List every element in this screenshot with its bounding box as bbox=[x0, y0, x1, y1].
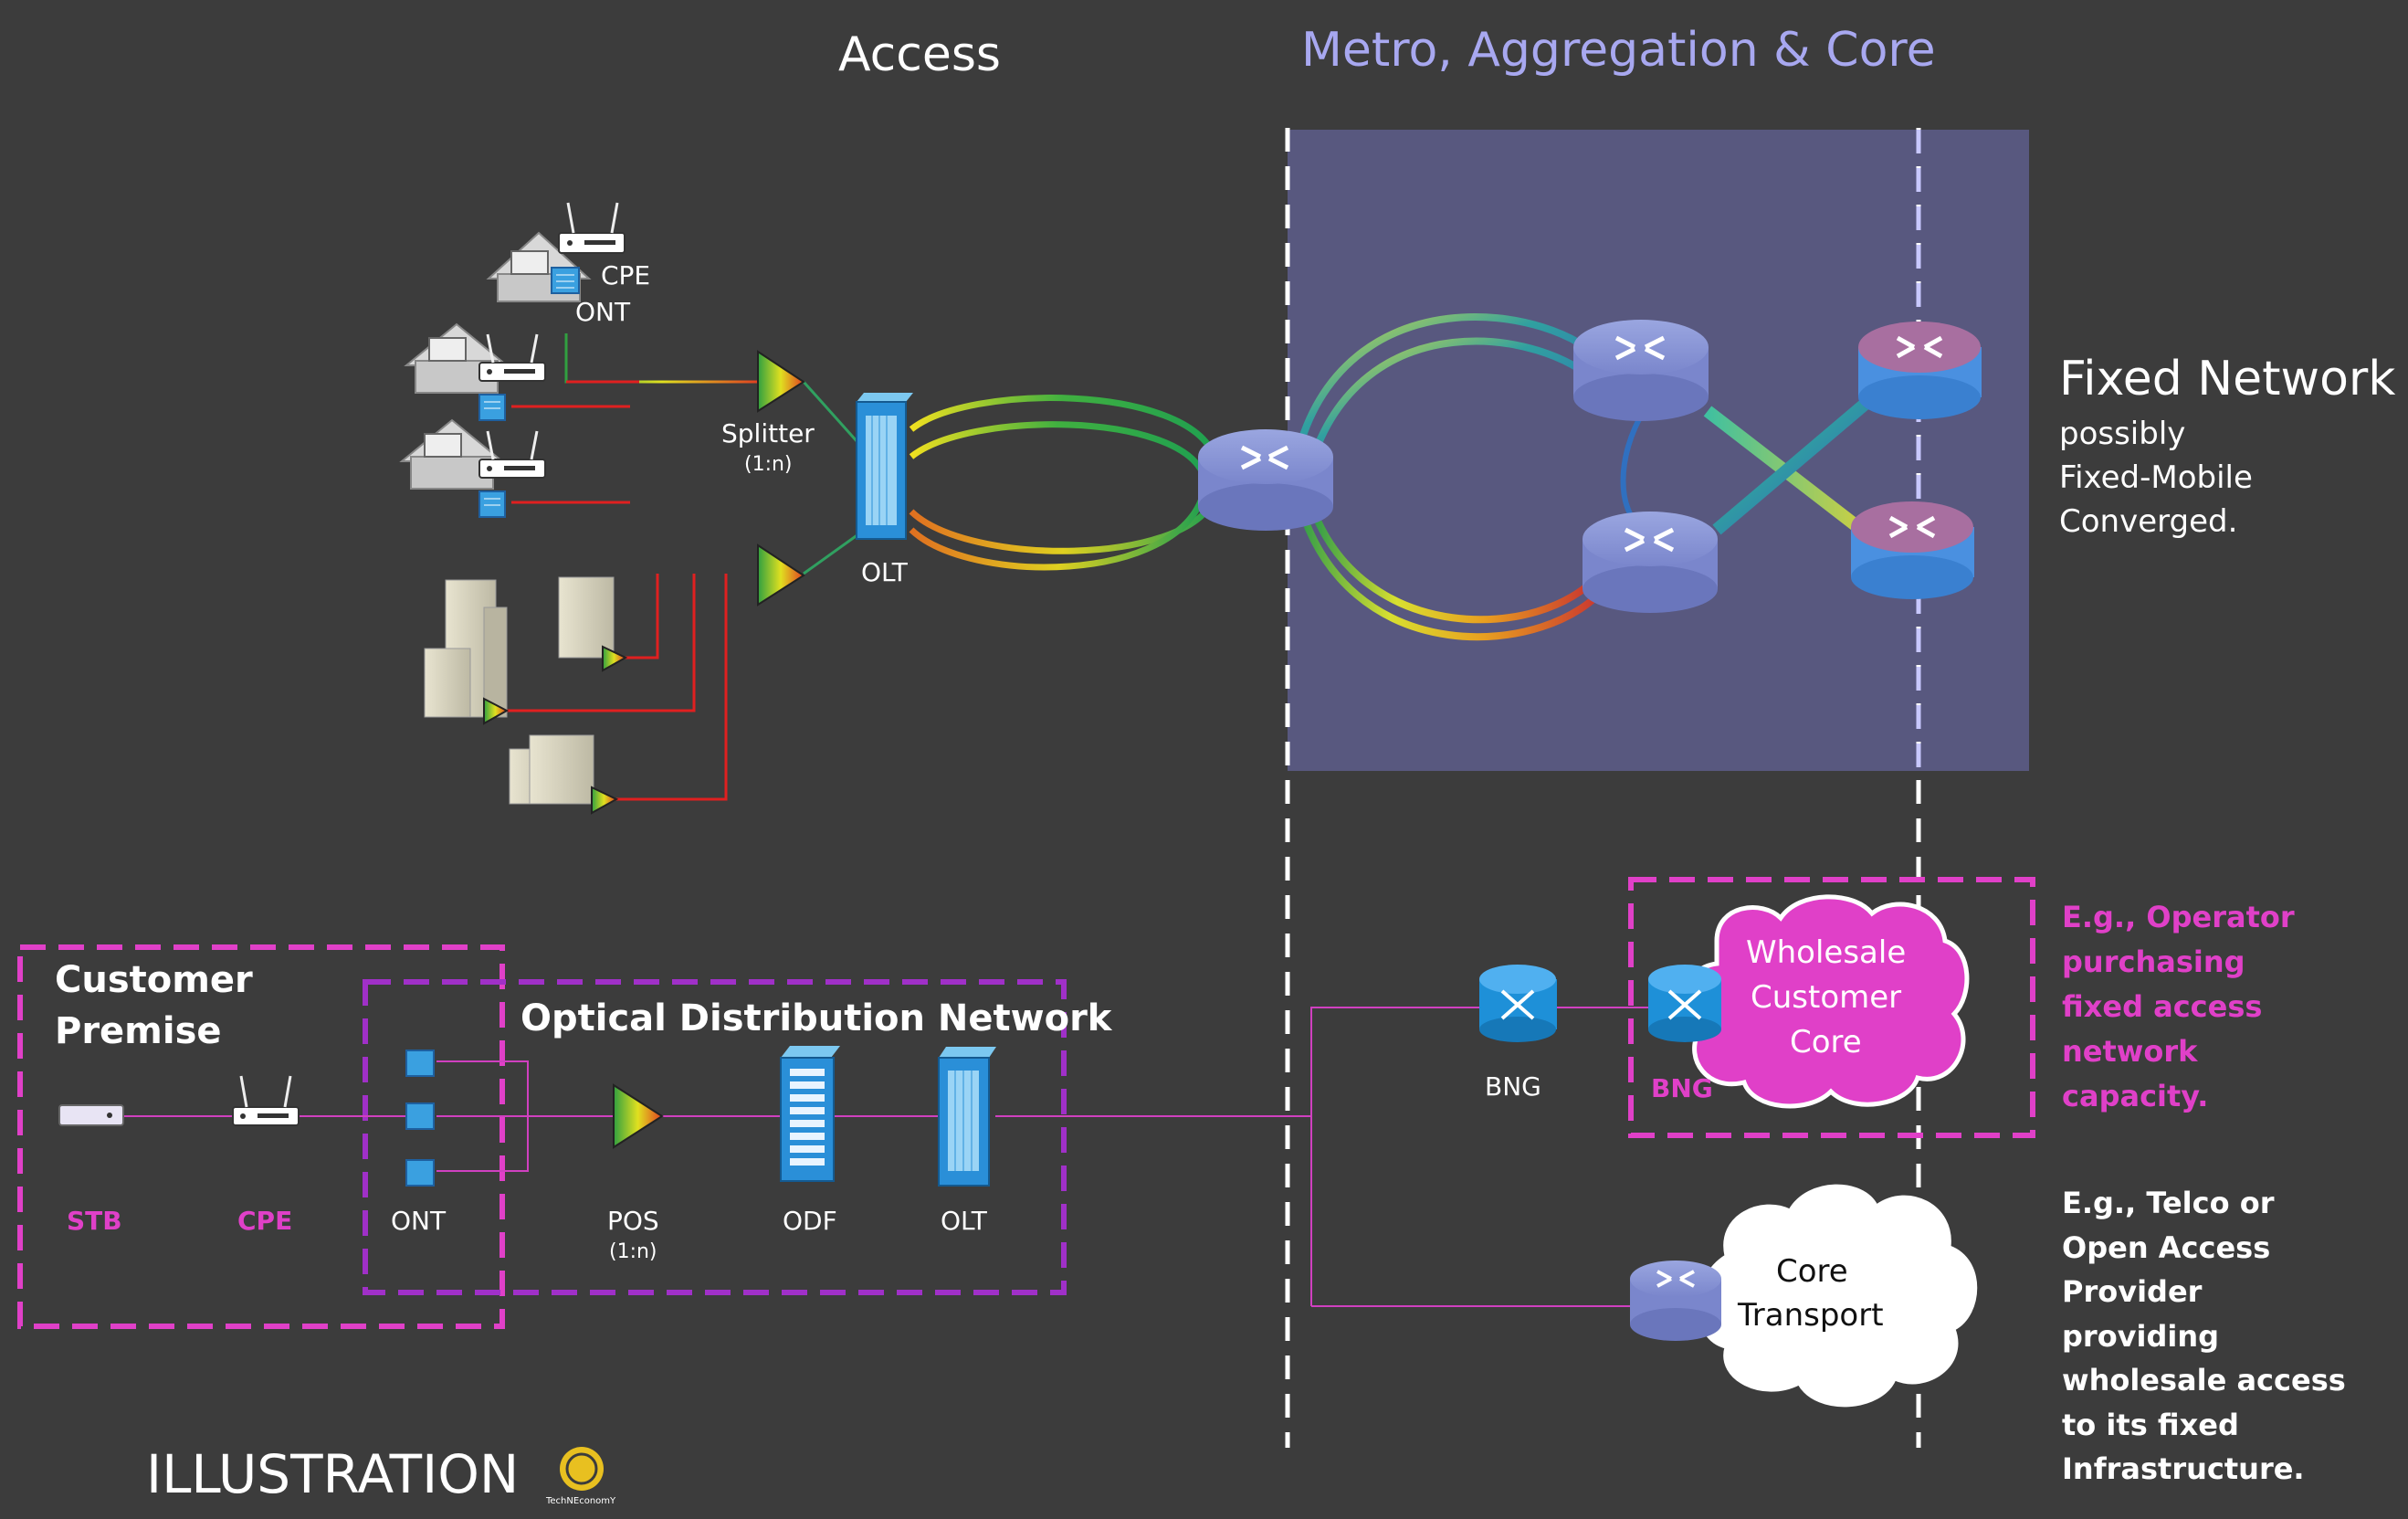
olt-metro-fibers bbox=[909, 395, 1218, 571]
bng-label: BNG bbox=[1485, 1071, 1541, 1102]
cpe-router-3 bbox=[478, 430, 546, 479]
techneconomy-logo bbox=[560, 1447, 604, 1491]
cpe-router-2 bbox=[478, 333, 546, 382]
core-transport-router bbox=[1630, 1261, 1721, 1341]
metro-panel bbox=[1288, 130, 2029, 771]
office-building-large bbox=[424, 579, 508, 718]
operator-note-line: network bbox=[2062, 1034, 2198, 1069]
pos-label: POS bbox=[607, 1206, 659, 1236]
splitter-label: Splitter bbox=[721, 418, 815, 448]
fixed-network-line3: Converged. bbox=[2059, 503, 2238, 540]
stb-label: STB bbox=[67, 1206, 122, 1236]
customer-premise-box bbox=[17, 944, 505, 1329]
telco-note: E.g., Telco or Open Access Provider prov… bbox=[2062, 1181, 2408, 1492]
bng-wholesale-label: BNG bbox=[1651, 1073, 1713, 1103]
telco-note-line: providing bbox=[2062, 1318, 2220, 1354]
wholesale-line2: Customer bbox=[1751, 979, 1902, 1016]
odn-title: Optical Distribution Network bbox=[521, 997, 1112, 1039]
ont-bottom-label: ONT bbox=[391, 1206, 447, 1236]
ont-top-label: ONT bbox=[575, 297, 631, 327]
stb-device bbox=[58, 1104, 124, 1126]
bng-router bbox=[1479, 965, 1557, 1042]
core-transport-line2: Transport bbox=[1738, 1297, 1884, 1334]
olt-bottom bbox=[938, 1047, 996, 1187]
olt-top bbox=[856, 393, 913, 540]
core-transport-line1: Core bbox=[1776, 1253, 1848, 1290]
telco-note-line: wholesale access bbox=[2062, 1363, 2346, 1398]
olt-top-label: OLT bbox=[861, 557, 908, 587]
fixed-network-line1: possibly bbox=[2059, 416, 2186, 452]
core-router-1 bbox=[1858, 322, 1982, 419]
telco-note-line: Infrastructure. bbox=[2062, 1451, 2305, 1486]
ont-2 bbox=[478, 394, 506, 421]
logo-text: TechNEconomY bbox=[546, 1496, 616, 1506]
splitter-bottom bbox=[757, 543, 805, 607]
core-transport-cloud bbox=[1697, 1184, 1978, 1408]
telco-note-line: E.g., Telco or bbox=[2062, 1186, 2275, 1220]
pos-ratio: (1:n) bbox=[609, 1240, 657, 1263]
fixed-network-title: Fixed Network bbox=[2059, 352, 2396, 406]
bottom-links bbox=[119, 1007, 1648, 1307]
cpe-bottom-label: CPE bbox=[237, 1206, 293, 1236]
office-building-small bbox=[558, 576, 615, 659]
odf-label: ODF bbox=[783, 1206, 837, 1236]
metro-header: Metro, Aggregation & Core bbox=[1301, 23, 1936, 78]
access-header: Access bbox=[838, 27, 1002, 82]
customer-premise-line2: Premise bbox=[55, 1010, 222, 1052]
customer-premise-line1: Customer bbox=[55, 959, 253, 1001]
illustration-label: ILLUSTRATION bbox=[146, 1443, 520, 1505]
splitter-top bbox=[757, 350, 805, 413]
aggregation-router-1 bbox=[1573, 320, 1709, 421]
ont-stack bbox=[405, 1050, 435, 1187]
pos-splitter bbox=[613, 1083, 664, 1149]
ont-building-1 bbox=[483, 697, 510, 725]
aggregation-router-2 bbox=[1583, 512, 1718, 613]
cpe-router-bottom bbox=[232, 1075, 300, 1126]
olt-bottom-label: OLT bbox=[941, 1206, 987, 1236]
core-router-2 bbox=[1851, 501, 1974, 599]
wholesale-line1: Wholesale bbox=[1746, 934, 1907, 971]
cpe-router-1 bbox=[558, 202, 626, 254]
cpe-top-label: CPE bbox=[601, 260, 651, 290]
office-building-low bbox=[509, 734, 594, 805]
wholesale-line3: Core bbox=[1790, 1024, 1862, 1060]
odf-rack bbox=[780, 1046, 840, 1182]
metro-edge-router bbox=[1198, 429, 1333, 531]
operator-note-line: purchasing bbox=[2062, 944, 2245, 979]
wholesale-cloud bbox=[1682, 894, 1970, 1109]
access-drop-fibers bbox=[498, 333, 860, 801]
operator-note: E.g., Operator purchasing fixed access n… bbox=[2062, 895, 2295, 1119]
operator-note-line: fixed access bbox=[2062, 989, 2263, 1024]
odn-box bbox=[363, 979, 1067, 1295]
telco-note-line: to its fixed bbox=[2062, 1407, 2239, 1442]
ont-1 bbox=[551, 267, 580, 294]
operator-note-line: E.g., Operator bbox=[2062, 900, 2295, 934]
metro-ring bbox=[1293, 313, 1872, 641]
operator-note-line: capacity. bbox=[2062, 1079, 2209, 1113]
bng-wholesale-router bbox=[1648, 965, 1721, 1042]
fixed-network-line2: Fixed-Mobile bbox=[2059, 459, 2253, 496]
ont-3 bbox=[478, 491, 506, 518]
telco-note-line: Open Access Provider bbox=[2062, 1229, 2271, 1310]
splitter-ratio: (1:n) bbox=[744, 453, 793, 476]
ont-building-2 bbox=[602, 645, 628, 672]
wholesale-box bbox=[1628, 877, 2035, 1138]
ont-building-3 bbox=[591, 786, 619, 815]
